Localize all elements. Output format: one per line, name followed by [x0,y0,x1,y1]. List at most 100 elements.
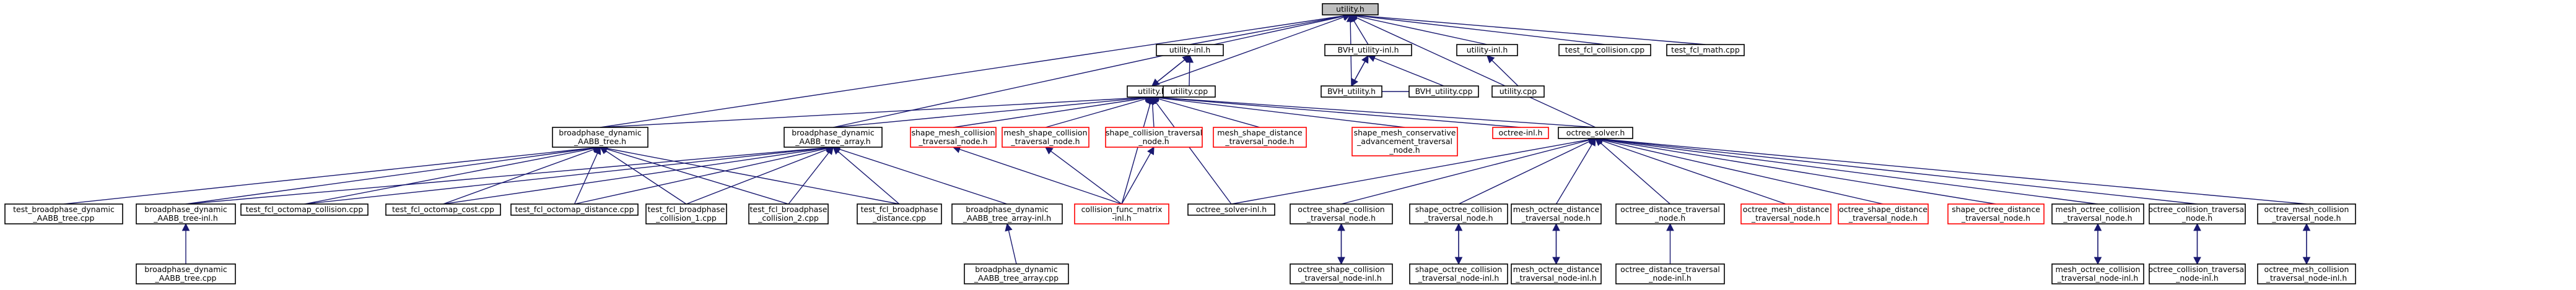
node-label-line: _AABB_tree_array-inl.h [963,213,1051,223]
node-label-line: test_fcl_math.cpp [1671,45,1740,54]
node-test-fcl-broadphase-collision-2-cpp[interactable]: test_fcl_broadphase_collision_2.cpp [748,203,829,224]
node-test-fcl-octomap-cost-cpp[interactable]: test_fcl_octomap_cost.cpp [385,203,501,216]
node-utility-cpp[interactable]: utility.cpp [1491,85,1545,98]
node-octree-mesh-collision-traversal-node-inl-h[interactable]: octree_mesh_collision_traversal_node-inl… [2257,263,2356,284]
node-label-line: utility-inl.h [1169,45,1211,54]
node-label-line: BVH_utility-inl.h [1338,45,1399,54]
node-label-line: octree_shape_distance [1839,205,1928,214]
node-mesh-octree-collision-traversal-node-inl-h[interactable]: mesh_octree_collision_traversal_node-inl… [2051,263,2144,284]
node-mesh-octree-distance-traversal-node-h[interactable]: mesh_octree_distance_traversal_node.h [1511,203,1602,224]
node-broadphase-dynamic-aabb-tree-array-inl-h[interactable]: broadphase_dynamic_AABB_tree_array-inl.h [951,203,1063,224]
node-label-line: octree_solver.h [1566,128,1625,137]
node-bvh-utility-inl-h[interactable]: BVH_utility-inl.h [1324,44,1412,56]
edge-n12-to-n1 [600,12,1351,128]
node-label-line: test_fcl_octomap_collision.cpp [246,205,364,214]
node-label-line: octree_shape_collision [1298,205,1384,214]
node-label-line: _node.h [1138,137,1169,146]
node-label-line: _AABB_tree.h [574,137,626,146]
node-box [1187,203,1275,216]
edge-n35-to-n20 [1595,138,1670,205]
node-octree-collision-traversal-node-inl-h[interactable]: octree_collision_traversal_node-inl.h [2148,263,2246,284]
node-box [136,203,236,224]
node-label-line: _traversal_node.h [1848,213,1918,223]
node-utility-inl-h[interactable]: utility-inl.h [1156,44,1224,56]
node-box [1290,263,1393,284]
node-utility-inl-h[interactable]: utility-inl.h [1456,44,1518,56]
edge-n29-to-n13 [832,145,1008,205]
node-octree-inl-h[interactable]: octree-inl.h [1492,127,1549,139]
node-box [4,203,123,224]
edge-n22-to-n13 [185,143,834,205]
node-box [1491,85,1545,98]
node-mesh-octree-collision-traversal-node-h[interactable]: mesh_octree_collision_traversal_node.h [2051,203,2144,224]
node-bvh-utility-cpp[interactable]: BVH_utility.cpp [1408,85,1479,98]
node-bvh-utility-h[interactable]: BVH_utility.h [1321,85,1382,98]
node-octree-mesh-collision-traversal-node-h[interactable]: octree_mesh_collision_traversal_node.h [2257,203,2356,224]
edge-n27-to-n12 [599,145,789,205]
node-label-line: test_fcl_broadphase [860,205,938,214]
node-octree-distance-traversal-node-inl-h[interactable]: octree_distance_traversal_node-inl.h [1615,263,1725,284]
node-octree-shape-distance-traversal-node-h[interactable]: octree_shape_distance_traversal_node.h [1838,203,1929,224]
node-label-line: collision_func_matrix [1081,205,1163,214]
node-shape-mesh-collision-traversal-node-h[interactable]: shape_mesh_collision_traversal_node.h [910,127,997,148]
node-shape-octree-collision-traversal-node-inl-h[interactable]: shape_octree_collision_traversal_node-in… [1409,263,1508,284]
node-box [1408,85,1479,98]
node-test-fcl-octomap-distance-cpp[interactable]: test_fcl_octomap_distance.cpp [510,203,639,216]
node-broadphase-dynamic-aabb-tree-inl-h[interactable]: broadphase_dynamic_AABB_tree-inl.h [136,203,236,224]
node-octree-distance-traversal-node-h[interactable]: octree_distance_traversal_node.h [1615,203,1725,224]
node-shape-octree-distance-traversal-node-h[interactable]: shape_octree_distance_traversal_node.h [1947,203,2045,224]
node-label-line: broadphase_dynamic [966,205,1049,214]
node-collision-func-matrix-inl-h[interactable]: collision_func_matrix-inl.h [1074,203,1169,224]
edge-n23-to-n12 [304,144,601,205]
node-test-fcl-broadphase-collision-1-cpp[interactable]: test_fcl_broadphase_collision_1.cpp [645,203,727,224]
node-mesh-octree-distance-traversal-node-inl-h[interactable]: mesh_octree_distance_traversal_node-inl.… [1511,263,1602,284]
node-test-fcl-broadphase-distance-cpp[interactable]: test_fcl_broadphase_distance.cpp [857,203,942,224]
node-broadphase-dynamic-aabb-tree-cpp[interactable]: broadphase_dynamic_AABB_tree.cpp [136,263,236,284]
node-label-line: octree_distance_traversal [1620,205,1720,214]
edge-n22-to-n12 [185,144,601,205]
node-label-line: octree_collision_traversal [2148,205,2246,214]
node-box [1156,44,1224,56]
node-test-fcl-collision-cpp[interactable]: test_fcl_collision.cpp [1558,44,1651,56]
node-test-fcl-octomap-collision-cpp[interactable]: test_fcl_octomap_collision.cpp [240,203,369,216]
node-octree-shape-collision-traversal-node-h[interactable]: octree_shape_collision_traversal_node.h [1290,203,1393,224]
node-label-line: octree_shape_collision [1298,265,1384,274]
edge-n39-to-n20 [1594,135,2098,205]
node-label-line: mesh_shape_distance [1217,128,1303,137]
node-label-line: BVH_utility.h [1327,87,1376,96]
edge-n34-to-n20 [1555,137,1596,205]
edge-n30-to-n16 [1121,146,1155,205]
node-label-line: test_fcl_collision.cpp [1565,45,1645,54]
node-octree-collision-traversal-node-h[interactable]: octree_collision_traversal_node.h [2148,203,2246,224]
node-utility-cpp[interactable]: utility.cpp [1163,85,1216,98]
edge-n7-to-n1 [1151,13,1351,87]
node-broadphase-dynamic-aabb-tree-array-h[interactable]: broadphase_dynamic_AABB_tree_array.h [784,127,883,148]
node-shape-octree-collision-traversal-node-h[interactable]: shape_octree_collision_traversal_node.h [1409,203,1508,224]
edge-n28-to-n13 [832,147,900,205]
node-octree-solver-h[interactable]: octree_solver.h [1558,127,1633,139]
edge-n25-to-n12 [574,146,601,205]
edge-n5-to-n1 [1349,12,1605,45]
edge-n30-to-n14 [952,145,1122,205]
node-box [1163,85,1216,98]
node-octree-mesh-distance-traversal-node-h[interactable]: octree_mesh_distance_traversal_node.h [1740,203,1832,224]
node-test-broadphase-dynamic-aabb-tree-cpp[interactable]: test_broadphase_dynamic_AABB_tree.cpp [4,203,123,224]
node-box [1321,85,1382,98]
node-label-line: _AABB_tree_array.h [795,137,870,146]
edge-n10-to-n3 [1367,54,1444,87]
edge-n32-to-n20 [1341,136,1597,205]
node-shape-collision-traversal-node-h[interactable]: shape_collision_traversal_node.h [1105,127,1203,148]
node-octree-solver-inl-h[interactable]: octree_solver-inl.h [1187,203,1275,216]
node-label-line: octree_mesh_collision [2264,265,2349,274]
node-octree-shape-collision-traversal-node-inl-h[interactable]: octree_shape_collision_traversal_node-in… [1290,263,1393,284]
node-box [784,127,883,148]
node-mesh-shape-distance-traversal-node-h[interactable]: mesh_shape_distance_traversal_node.h [1213,127,1307,148]
node-mesh-shape-collision-traversal-node-h[interactable]: mesh_shape_collision_traversal_node.h [1002,127,1089,148]
node-label-line: octree-inl.h [1499,128,1543,137]
node-label-line: shape_octree_collision [1415,205,1502,214]
node-shape-mesh-conservative-advancement-traversal-node-h[interactable]: shape_mesh_conservative_advancement_trav… [1351,127,1458,156]
node-broadphase-dynamic-aabb-tree-h[interactable]: broadphase_dynamic_AABB_tree.h [552,127,648,148]
node-broadphase-dynamic-aabb-tree-array-cpp[interactable]: broadphase_dynamic_AABB_tree_array.cpp [964,263,1069,284]
node-test-fcl-math-cpp[interactable]: test_fcl_math.cpp [1666,44,1745,56]
